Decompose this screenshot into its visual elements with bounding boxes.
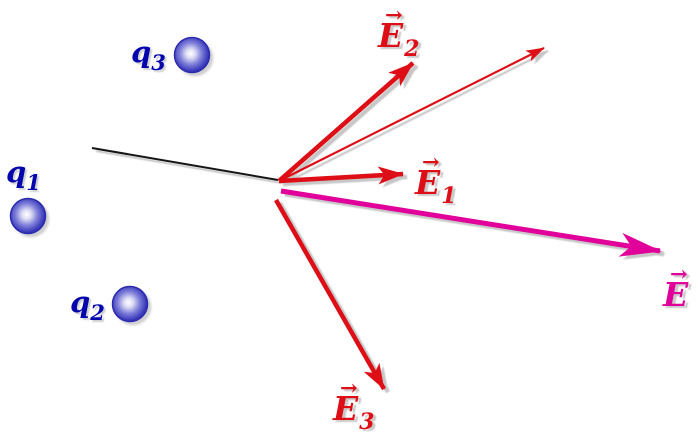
vector-e3-arrow	[274, 198, 386, 391]
vector-e2-label: →E2	[378, 4, 420, 62]
vector-e1-subscript: 1	[441, 183, 457, 209]
charge-q1-sphere	[9, 197, 47, 235]
vector-e2-symbol: E	[378, 16, 404, 55]
charge-q2-symbol: q	[70, 285, 91, 319]
resultant-e-symbol: E	[663, 275, 689, 314]
vector-hat-arrow-icon: →	[385, 2, 403, 27]
vector-hat-arrow-icon: →	[422, 149, 440, 174]
partial-sum-arrow	[278, 47, 545, 182]
charge-q2-sphere	[111, 285, 149, 323]
charge-layer	[9, 36, 211, 323]
vector-e2-arrow	[277, 61, 415, 183]
vector-hat-arrow-icon: →	[670, 261, 688, 286]
construction-line	[91, 147, 279, 181]
vector-e1-label: →E1	[415, 151, 457, 209]
vector-hat-arrow-icon: →	[340, 375, 358, 400]
vector-e2-subscript: 2	[404, 36, 420, 62]
vector-e1-arrow	[278, 166, 404, 185]
charge-q3-sphere	[173, 36, 211, 74]
charge-q1-subscript: 1	[26, 170, 41, 195]
charge-q2-label: q2	[70, 285, 105, 325]
vector-e3-subscript: 3	[359, 409, 375, 435]
charge-q3-subscript: 3	[151, 50, 166, 75]
vector-e3-symbol: E	[333, 389, 359, 428]
charge-q1-label: q1	[6, 155, 41, 195]
charge-q2-subscript: 2	[90, 300, 105, 325]
charge-q3-label: q3	[131, 35, 166, 75]
vector-e3-label: →E3	[333, 377, 375, 435]
resultant-e-arrow	[280, 188, 662, 257]
charge-q3-symbol: q	[131, 35, 152, 69]
resultant-e-label: →E	[663, 263, 689, 319]
vector-e1-symbol: E	[415, 163, 441, 202]
charge-q1-symbol: q	[6, 155, 27, 189]
arrow-layer	[91, 47, 662, 391]
